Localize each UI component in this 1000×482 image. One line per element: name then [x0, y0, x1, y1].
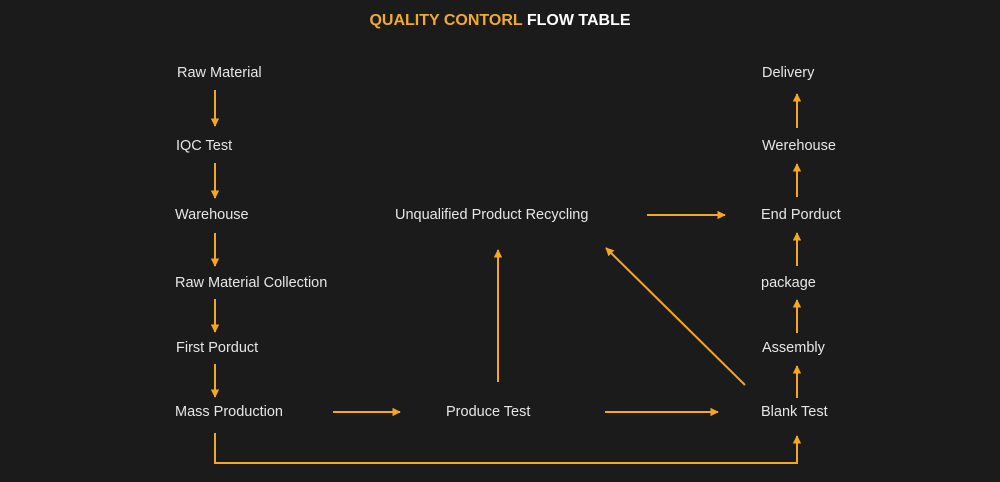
title-accent: QUALITY CONTORL	[369, 12, 523, 29]
node-blank-test: Blank Test	[761, 404, 828, 420]
node-werehouse: Werehouse	[762, 138, 836, 154]
node-assembly: Assembly	[762, 340, 825, 356]
node-delivery: Delivery	[762, 65, 815, 81]
diagram-title: QUALITY CONTORL FLOW TABLE	[0, 12, 1000, 30]
node-iqc-test: IQC Test	[176, 138, 233, 154]
title-plain: FLOW TABLE	[526, 12, 631, 29]
node-produce-test: Produce Test	[446, 404, 531, 420]
connector-mass-production-to-blank-test	[214, 433, 802, 464]
node-raw-material: Raw Material	[177, 65, 262, 81]
node-package: package	[761, 275, 816, 291]
node-unqualified-recycling: Unqualified Product Recycling	[395, 207, 589, 223]
node-warehouse: Warehouse	[175, 207, 249, 223]
node-first-product: First Porduct	[176, 340, 259, 356]
node-end-product: End Porduct	[761, 207, 841, 223]
arrow-blank-test-to-recycling	[605, 247, 746, 386]
node-mass-production: Mass Production	[175, 404, 283, 420]
node-raw-material-collection: Raw Material Collection	[175, 275, 328, 291]
